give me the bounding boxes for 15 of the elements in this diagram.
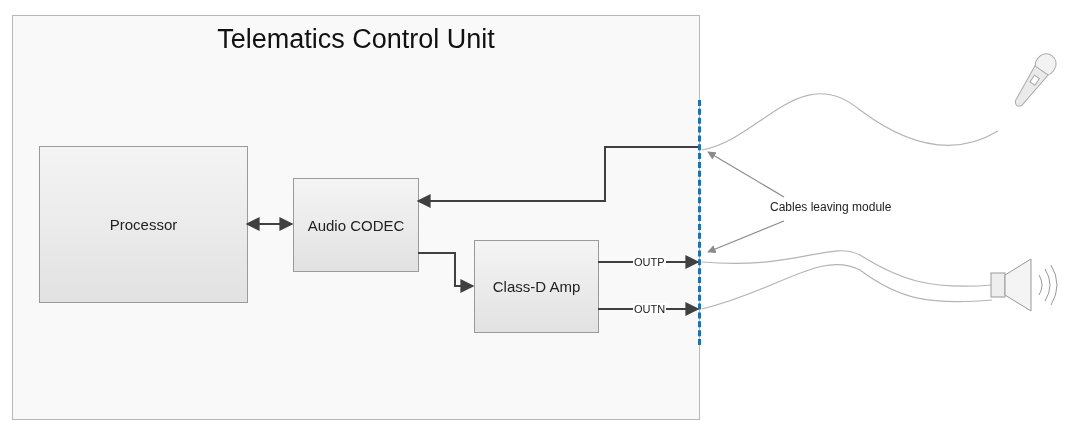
process-box: Class-D Amp [474,240,599,333]
edge-label: OUTN [633,303,667,315]
arrow [417,252,475,293]
module-box [12,15,700,420]
module-title: Telematics Control Unit [217,24,495,55]
connector-strip [698,100,702,345]
edge-label: OUTP [633,256,666,268]
cable-line [701,264,993,310]
leader-line [707,220,785,254]
cable-line [701,250,993,287]
process-box: Processor [39,146,248,303]
process-box: Audio CODEC [293,178,419,272]
callout-text: Cables leaving module [770,200,892,214]
cable-line [701,93,999,151]
leader-line [707,151,785,198]
